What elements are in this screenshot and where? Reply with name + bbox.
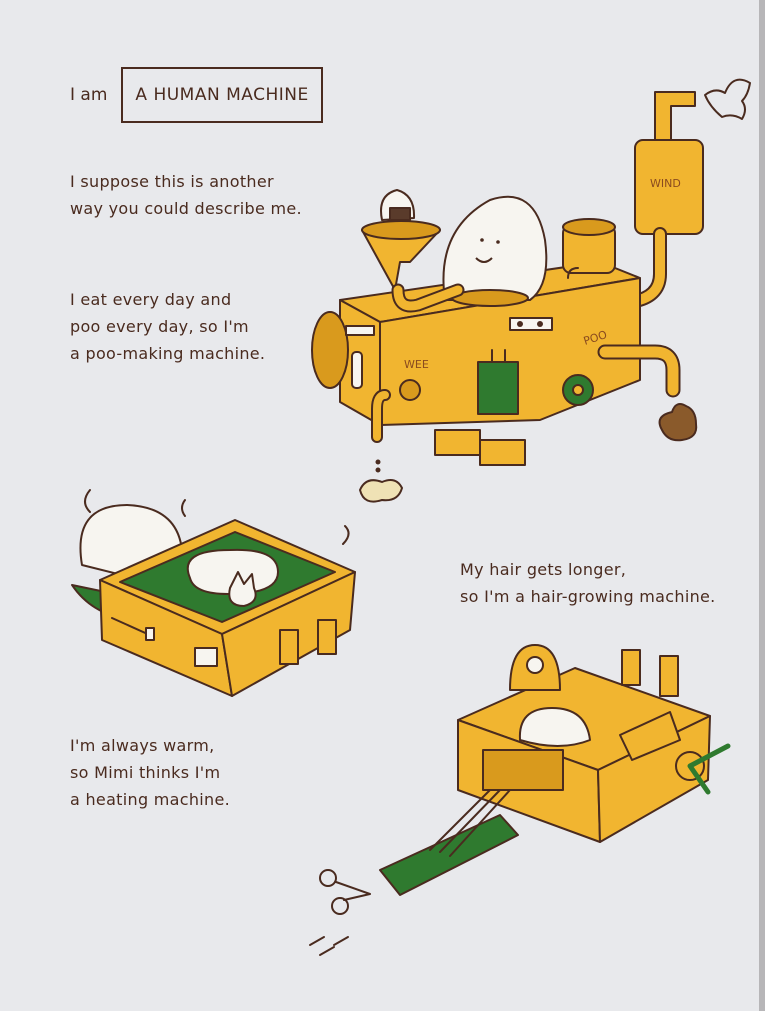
paragraph-heating-machine: I'm always warm, so Mimi thinks I'm a he… <box>70 736 231 809</box>
paragraph-describe: I suppose this is another way you could … <box>70 172 302 218</box>
paragraph-hair-machine: My hair gets longer, so I'm a hair-growi… <box>460 560 716 606</box>
paragraph-poo-machine: I eat every day and poo every day, so I'… <box>70 290 266 363</box>
wind-label: WIND <box>650 177 681 190</box>
title-box: A HUMAN MACHINE <box>121 67 323 123</box>
page-spine <box>759 0 765 1011</box>
title-prefix: I am <box>70 85 108 105</box>
title-row: I am A HUMAN MACHINE <box>70 62 323 128</box>
wee-label: WEE <box>404 358 429 371</box>
